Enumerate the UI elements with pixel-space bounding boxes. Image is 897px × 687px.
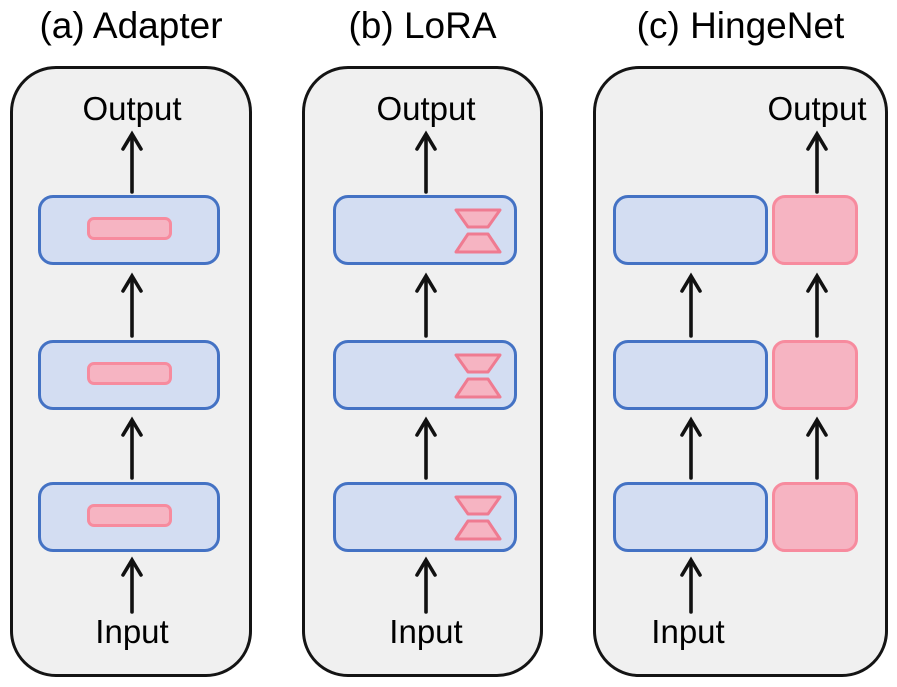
arrow-up-icon xyxy=(415,556,437,614)
frozen-layer-block xyxy=(613,340,768,410)
arrow-up-icon xyxy=(121,556,143,614)
output-label: Output xyxy=(767,90,867,127)
frozen-layer-block xyxy=(333,195,517,265)
frozen-layer-block xyxy=(613,195,768,265)
lora-down-up-projection-icon xyxy=(454,495,502,541)
panel-b-frame: Output Input xyxy=(302,66,543,677)
hinge-module-block xyxy=(772,482,858,552)
adapter-module-icon xyxy=(87,362,172,385)
arrow-up-icon xyxy=(806,416,828,480)
input-label: Input xyxy=(389,613,463,650)
frozen-layer-block xyxy=(333,340,517,410)
input-label: Input xyxy=(95,613,169,650)
frozen-layer-block xyxy=(38,195,220,265)
frozen-layer-block xyxy=(613,482,768,552)
arrow-up-icon xyxy=(680,556,702,614)
arrow-up-icon xyxy=(415,272,437,338)
arrow-up-icon xyxy=(121,272,143,338)
panel-c-title: (c) HingeNet xyxy=(636,5,845,46)
output-label: Output xyxy=(82,90,182,127)
panel-b-title: (b) LoRA xyxy=(348,5,497,46)
adapter-module-icon xyxy=(87,217,172,240)
panel-c-frame: Output Input xyxy=(593,66,888,677)
arrow-up-icon xyxy=(415,416,437,480)
frozen-layer-block xyxy=(38,340,220,410)
panel-a-title: (a) Adapter xyxy=(39,5,223,46)
hinge-module-block xyxy=(772,340,858,410)
input-label: Input xyxy=(651,613,725,650)
panel-a-frame: Output Input xyxy=(10,66,252,677)
arrow-up-icon xyxy=(806,272,828,338)
arrow-up-icon xyxy=(121,130,143,194)
arrow-up-icon xyxy=(121,416,143,480)
frozen-layer-block xyxy=(333,482,517,552)
hinge-module-block xyxy=(772,195,858,265)
arrow-up-icon xyxy=(680,416,702,480)
arrow-up-icon xyxy=(680,272,702,338)
frozen-layer-block xyxy=(38,482,220,552)
arrow-up-icon xyxy=(415,130,437,194)
arrow-up-icon xyxy=(806,130,828,194)
lora-down-up-projection-icon xyxy=(454,208,502,254)
lora-down-up-projection-icon xyxy=(454,353,502,399)
output-label: Output xyxy=(376,90,476,127)
adapter-module-icon xyxy=(87,504,172,527)
